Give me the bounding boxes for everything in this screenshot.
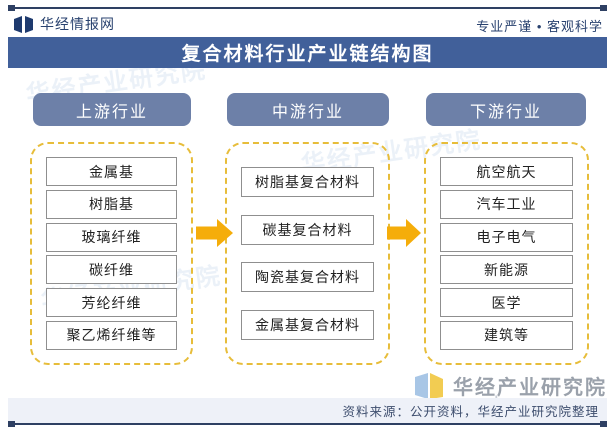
upstream-group: 金属基 树脂基 玻璃纤维 碳纤维 芳纶纤维 聚乙烯纤维等 xyxy=(30,142,193,365)
chain-item: 汽车工业 xyxy=(440,189,573,219)
chain-item: 碳基复合材料 xyxy=(241,214,374,245)
chain-item: 航空航天 xyxy=(440,157,573,186)
column-header-midstream: 中游行业 xyxy=(227,93,389,126)
chain-item: 电子电气 xyxy=(440,222,573,252)
chain-item: 陶瓷基复合材料 xyxy=(241,262,374,293)
brand-logo-icon xyxy=(14,15,33,33)
chain-item: 建筑等 xyxy=(440,320,573,350)
column-header-downstream: 下游行业 xyxy=(426,93,586,126)
downstream-group: 航空航天 汽车工业 电子电气 新能源 医学 建筑等 xyxy=(424,142,589,365)
chain-item: 树脂基 xyxy=(46,189,177,219)
column-header-upstream: 上游行业 xyxy=(33,93,191,126)
chain-item: 聚乙烯纤维等 xyxy=(46,320,177,350)
chain-item: 树脂基复合材料 xyxy=(241,167,374,198)
top-divider xyxy=(8,5,607,11)
arrow-right-icon xyxy=(387,219,421,247)
chain-item: 医学 xyxy=(440,288,573,318)
brand-name: 华经情报网 xyxy=(40,16,115,32)
chain-item: 芳纶纤维 xyxy=(46,288,177,318)
chain-item: 新能源 xyxy=(440,255,573,285)
bottom-divider xyxy=(8,421,607,427)
chain-item: 玻璃纤维 xyxy=(46,222,177,252)
header: 华经情报网 专业严谨 • 客观科学 xyxy=(8,9,607,37)
chain-item: 碳纤维 xyxy=(46,255,177,285)
chain-item: 金属基 xyxy=(46,157,177,186)
page-title: 复合材料行业产业链结构图 xyxy=(181,44,434,65)
midstream-group: 树脂基复合材料 碳基复合材料 陶瓷基复合材料 金属基复合材料 xyxy=(225,142,390,365)
arrow-right-icon xyxy=(196,219,233,247)
chain-item: 金属基复合材料 xyxy=(241,309,374,340)
footer: 资料来源：公开资料，华经产业研究院整理 xyxy=(8,398,607,423)
watermark-logo-icon xyxy=(415,373,443,399)
watermark-brand: 华经产业研究院 xyxy=(453,377,607,399)
source-note: 资料来源：公开资料，华经产业研究院整理 xyxy=(342,405,599,419)
header-tagline: 专业严谨 • 客观科学 xyxy=(476,19,603,34)
title-bar: 复合材料行业产业链结构图 xyxy=(8,37,607,68)
brand: 华经情报网 xyxy=(14,14,115,34)
